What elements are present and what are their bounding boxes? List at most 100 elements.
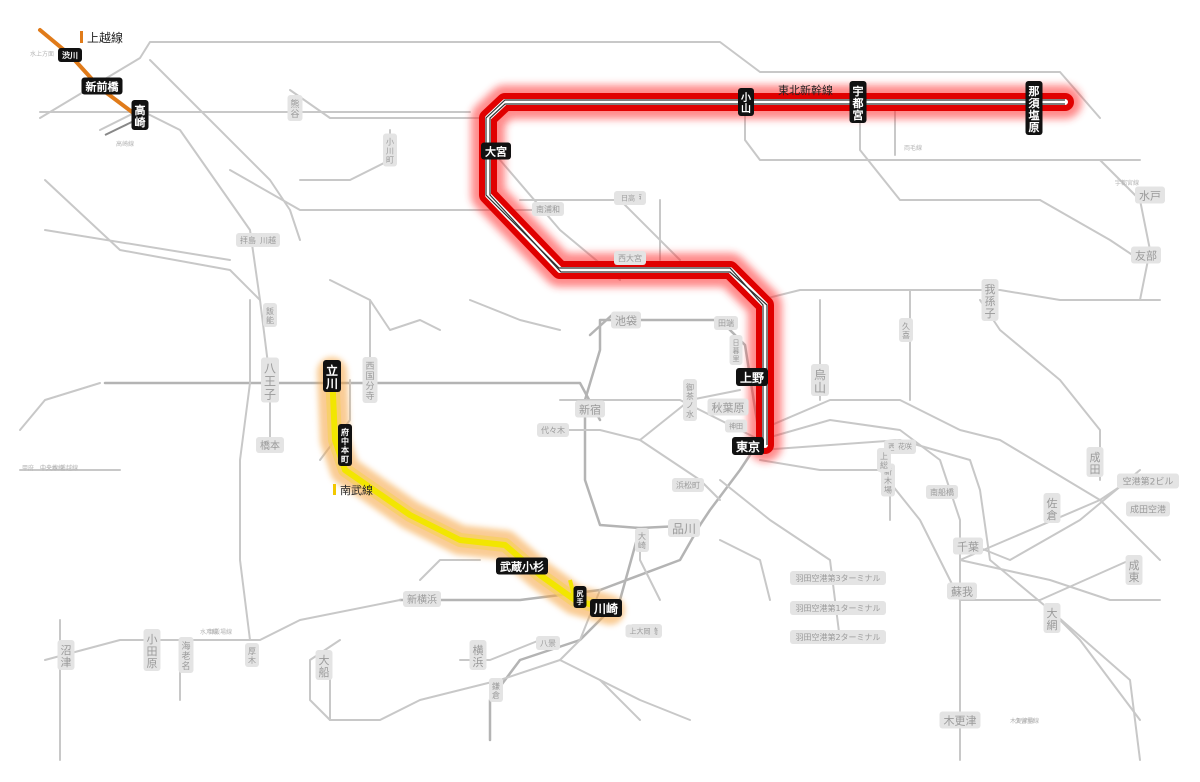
station-name-char: 分 — [365, 381, 374, 392]
station-name: 八景 — [540, 639, 556, 648]
station-name: 木更津 — [944, 715, 977, 728]
station-marker — [668, 519, 700, 537]
station-name: 水戸 — [1139, 190, 1161, 203]
station-marker — [625, 624, 655, 638]
station-name-char: 喜 — [902, 330, 910, 340]
station-name-char: 町 — [341, 455, 349, 464]
station-name-char: 西 — [365, 361, 374, 372]
station-marker — [573, 586, 587, 608]
station-narita: 成田 — [1086, 447, 1104, 477]
station-name-char: 成 — [1090, 451, 1101, 464]
station-oyama: 小山 — [738, 88, 754, 116]
station-name-char: 町 — [386, 156, 394, 165]
station-marker — [1043, 493, 1061, 523]
station-name: 羽田空港第1ターミナル — [795, 603, 880, 613]
station-name: 橋本 — [260, 439, 280, 452]
station-name-char: 暮 — [733, 346, 740, 355]
station-name-char: 烏 — [814, 368, 826, 382]
station-name: 代々木 — [541, 425, 565, 435]
station-name-char: 木 — [248, 655, 256, 665]
station-haneda1: 羽田空港第1ターミナル — [790, 601, 886, 615]
tiny-label-t11: 中央本線 — [40, 464, 64, 472]
station-ogawamachi: 小川町 — [383, 133, 397, 167]
station-name: 新横浜 — [407, 593, 437, 606]
tiny-label-t7: 水戸線 — [200, 628, 218, 636]
station-marker — [496, 557, 548, 575]
station-name-char: 倉 — [1047, 508, 1058, 522]
station-yokohama: 横浜 — [469, 640, 487, 670]
station-name-char: 飯 — [266, 306, 274, 316]
station-name: 南浦和 — [536, 204, 560, 214]
station-name-char: 小 — [147, 633, 158, 646]
nambu-line-legend: 南武線 — [333, 483, 373, 497]
station-name-char: 熊 — [290, 98, 299, 110]
joetsu-line-legend: 上越線 — [80, 30, 123, 45]
station-name-char: 大 — [638, 531, 646, 541]
station-kumagaya: 熊谷 — [287, 95, 303, 121]
station-name: 川越 — [260, 235, 276, 245]
station-hachioji: 八王子 — [261, 357, 279, 403]
station-kuki: 久喜 — [899, 318, 913, 342]
station-marker — [877, 448, 891, 472]
station-name-char: ノ — [686, 401, 694, 410]
station-name: 渋川 — [62, 50, 78, 60]
station-name-char: 厚 — [248, 647, 256, 656]
station-name-char: 高 — [135, 103, 146, 117]
station-oami: 大網 — [1043, 603, 1061, 633]
station-ikebukuro: 池袋 — [611, 311, 641, 329]
station-name-char: 山 — [741, 102, 751, 115]
station-hanasaki: 花咲 — [894, 439, 916, 453]
station-marker — [256, 233, 280, 247]
station-soga: 蘇我 — [947, 582, 977, 600]
station-marker — [1125, 555, 1143, 585]
station-naruto: 成東 — [1125, 555, 1143, 585]
station-marker — [981, 279, 999, 321]
station-name: 拝島 — [240, 235, 256, 245]
station-name: 上野 — [740, 370, 764, 385]
station-name-char: 大 — [319, 653, 330, 667]
station-name-char: 田 — [1090, 463, 1101, 476]
tiny-label-t10: 甲府 — [22, 464, 34, 472]
station-marker — [245, 643, 259, 667]
tohoku-shinkansen-name: 東北新幹線 — [778, 83, 833, 97]
station-name-char: 田 — [147, 645, 158, 658]
station-name-char: 中 — [341, 436, 349, 446]
station-kisarazu: 木更津 — [939, 711, 981, 729]
station-marker — [57, 640, 75, 670]
station-name-char: 宮 — [853, 108, 864, 122]
station-name-char: 佐 — [1047, 496, 1058, 510]
station-atsugi: 厚木 — [245, 643, 259, 667]
station-nishiomiya: 西大宮 — [614, 251, 646, 265]
station-name: 上大岡 — [630, 627, 651, 636]
station-kawasaki: 川崎 — [590, 599, 622, 617]
station-name: 大宮 — [485, 145, 507, 159]
station-shinjuku: 新宿 — [575, 400, 605, 418]
station-haijima: 拝島 — [236, 233, 260, 247]
station-name: 武蔵小杉 — [500, 560, 544, 574]
station-name-char: 御 — [686, 382, 694, 392]
station-marker — [738, 88, 754, 116]
station-marker — [1135, 186, 1165, 204]
station-name-char: 府 — [341, 427, 349, 437]
station-marker — [323, 360, 341, 392]
station-name-char: 孫 — [985, 295, 996, 308]
station-name-char: 津 — [61, 656, 72, 669]
station-marker — [287, 95, 303, 121]
station-marker — [672, 478, 704, 492]
station-name-char: 都 — [852, 96, 864, 110]
nambu-line-name: 南武線 — [340, 483, 373, 497]
station-marker — [729, 335, 743, 365]
station-minamifunabashi: 南船橋 — [926, 485, 958, 499]
nambu-line-route — [317, 357, 625, 625]
station-marker — [338, 424, 352, 466]
tiny-station-labels: 水上方面高崎線両毛線宇都宮線中央線磐越線水戸線久留里線御殿場線甲府中央本線木更津… — [22, 50, 1139, 725]
station-name: 浜松町 — [676, 480, 700, 490]
station-marker — [532, 202, 564, 216]
station-name-char: 手 — [577, 597, 584, 606]
station-name-char: 横 — [473, 643, 484, 657]
station-name-char: 茶 — [686, 391, 694, 401]
station-name: 成田空港 — [1130, 504, 1166, 516]
station-marker — [1126, 501, 1170, 517]
